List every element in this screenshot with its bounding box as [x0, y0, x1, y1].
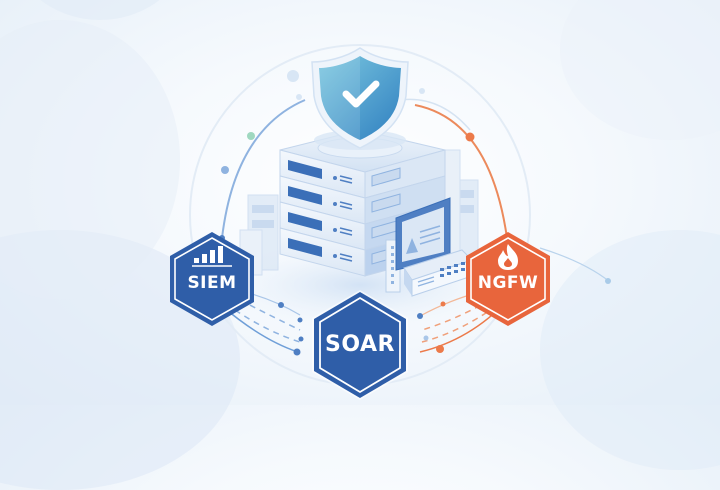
checkmark-icon	[342, 80, 380, 108]
monitor-appliance-icon	[385, 197, 473, 297]
diagram-canvas	[170, 44, 611, 400]
bubble	[296, 94, 302, 100]
connector-siem-arc	[221, 99, 306, 239]
siem-node	[170, 232, 254, 326]
connector-ngfw-arc	[414, 104, 508, 239]
bubble	[419, 88, 425, 94]
siem-label: SIEM	[187, 273, 237, 293]
connector-dot	[221, 166, 229, 174]
shield-check-icon	[311, 47, 409, 150]
bar-chart-icon	[194, 246, 223, 263]
connector-dot	[465, 132, 475, 142]
server-unit	[279, 149, 446, 199]
flame-icon	[498, 244, 518, 270]
soar-label: SOAR	[325, 332, 395, 357]
server-unit	[279, 175, 446, 225]
soar-node	[312, 290, 408, 400]
ngfw-node	[466, 232, 550, 326]
bubble	[287, 70, 299, 82]
ngfw-label: NGFW	[477, 273, 539, 293]
connector-dot	[247, 132, 255, 140]
